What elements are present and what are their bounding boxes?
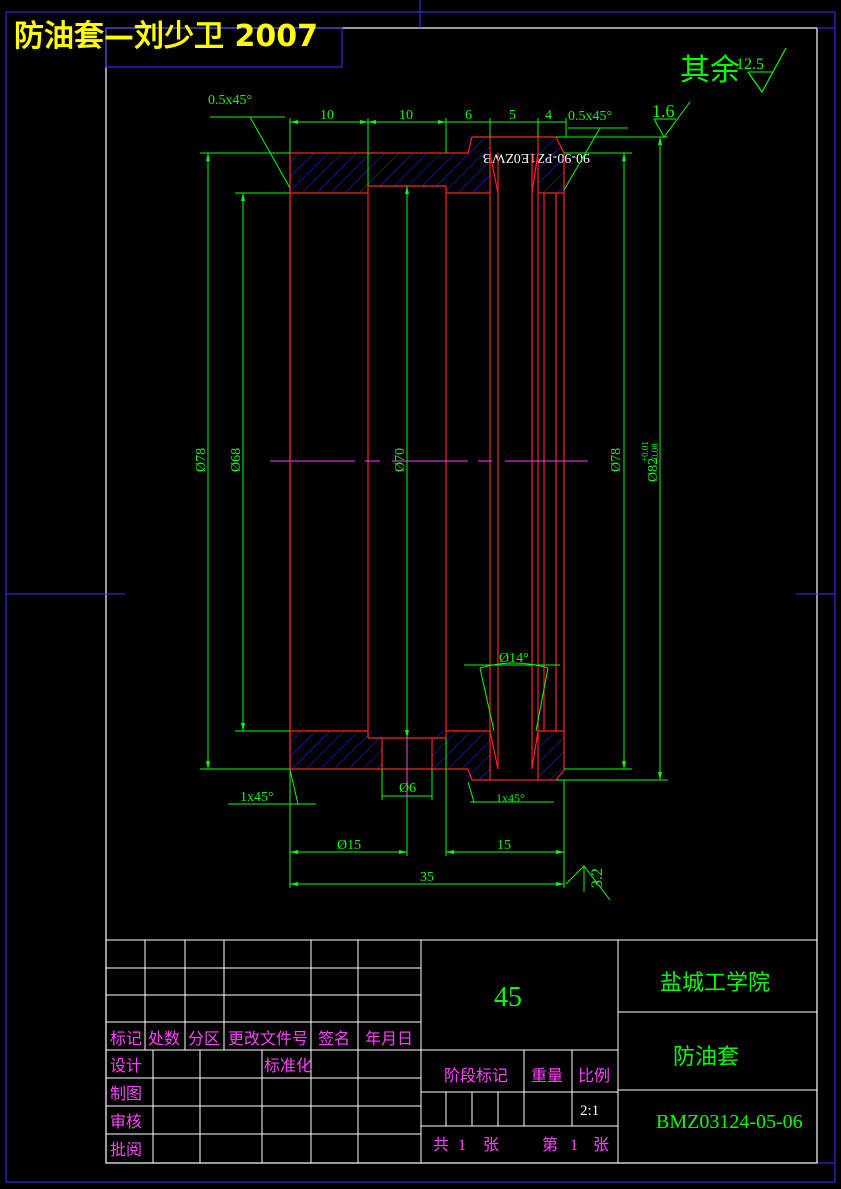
dim-dia70: Ø70: [393, 448, 408, 472]
part-section: [289, 136, 565, 781]
center-lines: [270, 460, 588, 800]
watermark-title: 防油套—刘少卫 2007: [14, 19, 318, 54]
roughness-top: 1.6: [652, 101, 691, 138]
dim-dia78-left: Ø78: [194, 448, 209, 472]
roughness-other: 其余 12.5: [680, 47, 787, 94]
dimensions: [200, 116, 668, 901]
dim-dia78-right: Ø78: [609, 448, 624, 472]
drawing-number: BMZ03124-05-06: [656, 1111, 803, 1133]
roughness-other-label: 其余: [680, 54, 740, 87]
header-change-doc: 更改文件号: [228, 1030, 308, 1048]
dim-angle14: Ø14°: [499, 651, 529, 666]
scale-value: 2:1: [580, 1103, 599, 1119]
title-block-grid: [105, 939, 818, 1164]
label-sheet-prefix: 第: [542, 1136, 558, 1154]
part-name: 防油套: [673, 1044, 739, 1069]
dim-15: 15: [497, 838, 511, 853]
dim-10a: 10: [320, 108, 334, 123]
dim-10b: 10: [399, 108, 413, 123]
label-drafting: 制图: [110, 1085, 142, 1103]
dim-35: 35: [420, 870, 434, 885]
label-standardize: 标准化: [264, 1057, 312, 1075]
header-zone: 分区: [188, 1030, 220, 1048]
dim-dia82-tol-lower: -0.08: [650, 443, 660, 462]
total-sheets: 1: [458, 1137, 466, 1154]
dim-dia82-tol-upper: +0.01: [640, 441, 650, 462]
label-weight: 重量: [531, 1067, 563, 1085]
label-sheet-unit: 张: [593, 1136, 609, 1154]
header-date: 年月日: [365, 1030, 413, 1048]
dim-chamfer-1x45-right: 1x45°: [496, 791, 525, 805]
label-approve: 批阅: [110, 1141, 142, 1159]
dim-5: 5: [509, 108, 516, 123]
dim-dia82: Ø82: [646, 458, 661, 482]
dim-6: 6: [465, 108, 472, 123]
label-design: 设计: [110, 1057, 142, 1075]
roughness-other-value: 12.5: [736, 56, 764, 73]
material: 45: [494, 982, 522, 1013]
roughness-top-value: 1.6: [652, 101, 675, 121]
sheet-number: 1: [570, 1137, 578, 1154]
header-count: 处数: [148, 1030, 180, 1048]
label-stage-mark: 阶段标记: [444, 1067, 508, 1085]
header-mark: 标记: [110, 1030, 142, 1048]
label-scale: 比例: [578, 1067, 610, 1085]
header-signature: 签名: [318, 1030, 350, 1048]
label-total-prefix: 共: [433, 1136, 449, 1154]
school-name: 盐城工学院: [660, 970, 770, 995]
dim-dia15: Ø15: [337, 838, 361, 853]
dim-chamfer-top-right: 0.5x45°: [568, 109, 612, 124]
dim-chamfer-top-left: 0.5x45°: [208, 93, 252, 108]
label-review: 审核: [110, 1113, 142, 1131]
roughness-end-value: 3.2: [589, 868, 606, 888]
arrowheads: [206, 120, 662, 886]
label-total-unit: 张: [483, 1136, 499, 1154]
dim-4: 4: [545, 108, 552, 123]
dim-dia68: Ø68: [229, 448, 244, 472]
dim-dia6: Ø6: [399, 781, 416, 796]
dim-chamfer-1x45-left: 1x45°: [240, 790, 274, 805]
